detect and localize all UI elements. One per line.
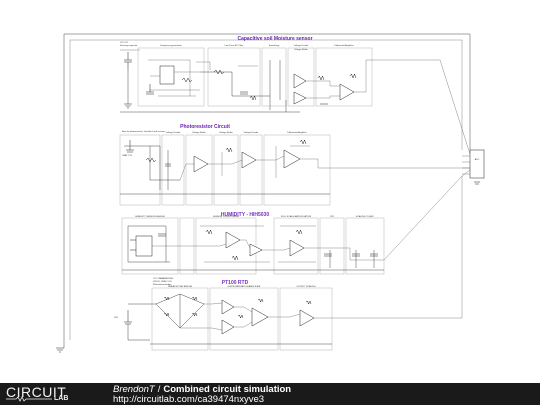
output-connector: ADC [462, 149, 485, 185]
box-humidity-output [345, 217, 385, 275]
svg-text:Voltage Buffer: Voltage Buffer [294, 48, 308, 51]
box-wheatstone-bridge [151, 287, 209, 351]
opamp-humidity-1 [225, 231, 241, 249]
opamp-buffer-2 [293, 91, 307, 105]
svg-text:Wheatstone bridge: Wheatstone bridge [153, 283, 172, 286]
opamp-photo-buffer-1 [193, 155, 209, 173]
box-smoothing [261, 47, 287, 107]
svg-text:Differential Amplifier: Differential Amplifier [334, 44, 354, 47]
opamp-humidity-2 [249, 243, 263, 257]
section-title-capacitive: Capacitive soil Moisture sensor [237, 36, 312, 42]
title-separator: / [157, 384, 161, 395]
capacitive-sensor-block: VCC 5V Sensing capacitor Frequency gener… [120, 42, 471, 155]
svg-text:Smoothing: Smoothing [269, 44, 280, 47]
schematic-canvas[interactable]: Capacitive soil Moisture sensor VCC 5V S… [0, 0, 540, 383]
opamp-rtd-4 [299, 309, 315, 327]
box-frequency-generation [137, 47, 205, 107]
box-voltage-divider-1 [287, 47, 315, 107]
circuit-url-link[interactable]: http://circuitlab.com/ca39474nxyve3 [113, 394, 265, 405]
box-humidity-lpf [319, 217, 345, 275]
svg-text:VIN 5V, VREF 2.5V: VIN 5V, VREF 2.5V [153, 281, 172, 283]
humidity-block: HUMIDITY SENSOR HIH5030 SENSOR CONDITION… [121, 175, 463, 275]
box-bias [119, 134, 161, 206]
opamp-rtd-1 [221, 299, 235, 315]
box-voltage-buffer-2 [185, 134, 213, 206]
opamp-diff-amp [339, 83, 355, 101]
outer-rail-inner-top [70, 39, 463, 150]
circuitlab-logo[interactable]: CIRCUIT LAB [6, 385, 92, 403]
svg-text:Voltage Divider: Voltage Divider [166, 131, 181, 134]
rtd-vsource [124, 310, 132, 325]
author-name[interactable]: BrendonT [113, 384, 155, 395]
svg-text:SCALING TO ADC: SCALING TO ADC [356, 215, 375, 218]
svg-text:INSTRUMENTATION AMPLIFIER: INSTRUMENTATION AMPLIFIER [228, 285, 261, 288]
svg-text:SENSOR CONDITIONING: SENSOR CONDITIONING [213, 216, 239, 218]
svg-text:Frequency generation: Frequency generation [160, 44, 182, 47]
box-low-pass-filter [207, 47, 261, 107]
opamp-photo-buffer-2 [241, 151, 257, 169]
section-title-rtd: PT100 RTD [222, 280, 249, 286]
box-instrumentation-amp [209, 287, 279, 351]
svg-text:Voltage Divider: Voltage Divider [294, 44, 309, 47]
svg-text:WHEATSTONE BRIDGE: WHEATSTONE BRIDGE [168, 285, 193, 288]
svg-text:Low Pass RC Filter: Low Pass RC Filter [225, 44, 244, 47]
footer-title-line: BrendonT/Combined circuit simulation [113, 384, 291, 395]
svg-text:LPF: LPF [330, 216, 335, 218]
box-differential-amplifier [315, 47, 373, 107]
rtd-block: VCC PARAMETERS VIN 5V, VREF 2.5V Wheatst… [114, 169, 471, 351]
footer-bar: CIRCUIT LAB BrendonT/Combined circuit si… [0, 383, 540, 405]
section-title-humidity: HUMIDITY - HIH5030 [221, 212, 269, 218]
opamp-humidity-3 [289, 239, 305, 257]
svg-text:Voltage Buffer: Voltage Buffer [219, 131, 233, 134]
outer-rail-top [64, 33, 471, 150]
box-differential-amplifier-2 [263, 134, 331, 206]
svg-text:VIN: VIN [114, 317, 118, 319]
opamp-buffer-1 [293, 73, 307, 89]
connector-block [469, 149, 485, 179]
svg-text:Sensing capacitor: Sensing capacitor [120, 44, 138, 47]
svg-text:FULL SCALE AMPLIFICATION: FULL SCALE AMPLIFICATION [281, 215, 312, 218]
svg-text:VBATT 5V: VBATT 5V [122, 154, 133, 157]
logo-text-lab: LAB [54, 395, 69, 402]
svg-text:OUTPUT SCALING: OUTPUT SCALING [296, 285, 315, 288]
box-voltage-divider-3 [239, 134, 263, 206]
circuit-title[interactable]: Combined circuit simulation [163, 384, 292, 395]
timer-ic [159, 65, 175, 85]
photoresistor-block: Bias for photoresistor, Variable Load re… [119, 130, 470, 206]
box-voltage-buffer-3 [213, 134, 239, 206]
opamp-rtd-2 [221, 319, 235, 335]
box-voltage-divider-2 [161, 134, 185, 206]
svg-text:ADC: ADC [475, 158, 480, 161]
box-humidity-scaling [273, 217, 319, 275]
svg-text:Voltage Buffer: Voltage Buffer [192, 131, 206, 134]
svg-text:VCC PARAMETERS: VCC PARAMETERS [153, 277, 174, 280]
svg-text:Bias for photoresistor, Variab: Bias for photoresistor, Variable Load re… [122, 130, 165, 133]
svg-text:VCC 5V: VCC 5V [120, 42, 128, 44]
section-title-photoresistor: Photoresistor Circuit [180, 124, 230, 130]
svg-text:Voltage Divider: Voltage Divider [244, 131, 259, 134]
opamp-photo-diff [283, 149, 301, 169]
opamp-rtd-3 [251, 307, 269, 327]
circuit-schematic: Capacitive soil Moisture sensor VCC 5V S… [56, 33, 485, 353]
ground-symbol [56, 347, 64, 353]
logo-text-circuit: CIRCUIT [6, 384, 67, 400]
svg-text:Differential Amplifier: Differential Amplifier [287, 131, 307, 134]
hih5030-ic [135, 235, 153, 257]
svg-text:HUMIDITY SENSOR HIH5030: HUMIDITY SENSOR HIH5030 [135, 216, 165, 218]
logo-wire-icon [6, 396, 52, 402]
box-rtd-output [279, 287, 333, 351]
